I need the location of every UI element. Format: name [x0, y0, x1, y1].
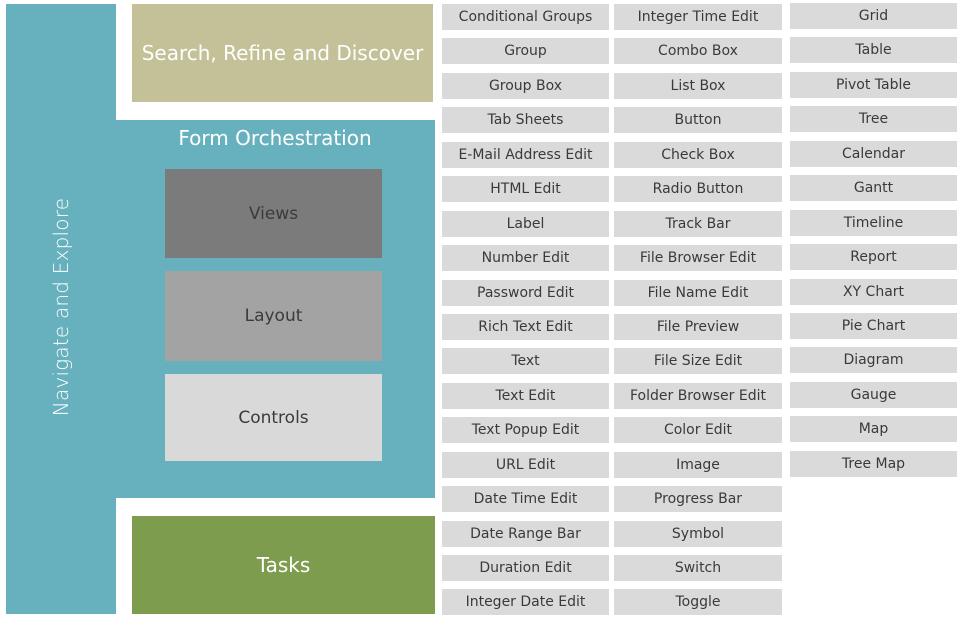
views-label: Views — [248, 203, 299, 224]
control-item: URL Edit — [442, 451, 609, 478]
control-item: Rich Text Edit — [442, 313, 609, 340]
control-item: Grid — [790, 3, 957, 29]
control-item: Text — [442, 348, 609, 375]
control-item: Group — [442, 38, 609, 65]
layout-layer: Layout — [165, 271, 382, 361]
control-item: Symbol — [614, 520, 782, 547]
control-item: Switch — [614, 555, 782, 581]
control-item: Track Bar — [614, 210, 782, 237]
control-item: Label — [442, 210, 609, 237]
control-item: File Browser Edit — [614, 245, 782, 272]
control-item: Combo Box — [614, 38, 782, 65]
control-item: Date Range Bar — [442, 520, 609, 547]
control-item: File Preview — [614, 313, 782, 340]
search-refine-discover-label: Search, Refine and Discover — [141, 41, 424, 65]
control-item: Conditional Groups — [442, 4, 609, 30]
control-item: Tree Map — [790, 450, 957, 477]
control-item: Text Edit — [442, 382, 609, 409]
control-item: Color Edit — [614, 417, 782, 444]
tasks-label: Tasks — [256, 553, 311, 577]
tasks-box: Tasks — [132, 516, 435, 614]
control-item: Map — [790, 416, 957, 443]
control-item: Gauge — [790, 381, 957, 408]
control-item: Tree — [790, 106, 957, 133]
form-orchestration-title: Form Orchestration — [178, 126, 372, 150]
control-item: Image — [614, 451, 782, 478]
control-item: Number Edit — [442, 245, 609, 272]
control-item: Table — [790, 37, 957, 64]
control-item: Gantt — [790, 175, 957, 202]
control-item: Timeline — [790, 209, 957, 236]
views-layer: Views — [165, 169, 382, 258]
control-item: Password Edit — [442, 279, 609, 306]
navigate-explore-label: Navigate and Explore — [49, 197, 73, 417]
control-item: Button — [614, 107, 782, 134]
controls-layer: Controls — [165, 374, 382, 461]
control-item: File Size Edit — [614, 348, 782, 375]
navigate-explore-label-wrap: Navigate and Explore — [6, 0, 116, 614]
control-item: Date Time Edit — [442, 486, 609, 513]
navigate-explore-bar — [6, 4, 116, 614]
control-item: File Name Edit — [614, 279, 782, 306]
control-item: Calendar — [790, 140, 957, 167]
control-item: Check Box — [614, 141, 782, 168]
control-item: HTML Edit — [442, 176, 609, 203]
control-item: Text Popup Edit — [442, 417, 609, 444]
control-item: Integer Date Edit — [442, 589, 609, 616]
control-item: List Box — [614, 72, 782, 99]
control-item: XY Chart — [790, 278, 957, 305]
control-item: Pie Chart — [790, 312, 957, 339]
layout-label: Layout — [244, 306, 303, 326]
control-item: Radio Button — [614, 176, 782, 203]
control-item: Toggle — [614, 589, 782, 616]
control-item: Pivot Table — [790, 71, 957, 98]
control-item: Integer Time Edit — [614, 4, 782, 30]
control-item: E-Mail Address Edit — [442, 141, 609, 168]
control-item: Diagram — [790, 347, 957, 374]
control-item: Group Box — [442, 72, 609, 99]
control-item: Report — [790, 244, 957, 271]
controls-label: Controls — [238, 407, 309, 428]
control-item: Progress Bar — [614, 486, 782, 513]
search-refine-discover-box: Search, Refine and Discover — [132, 4, 433, 102]
control-item: Folder Browser Edit — [614, 382, 782, 409]
control-item: Duration Edit — [442, 555, 609, 581]
control-item: Tab Sheets — [442, 107, 609, 134]
